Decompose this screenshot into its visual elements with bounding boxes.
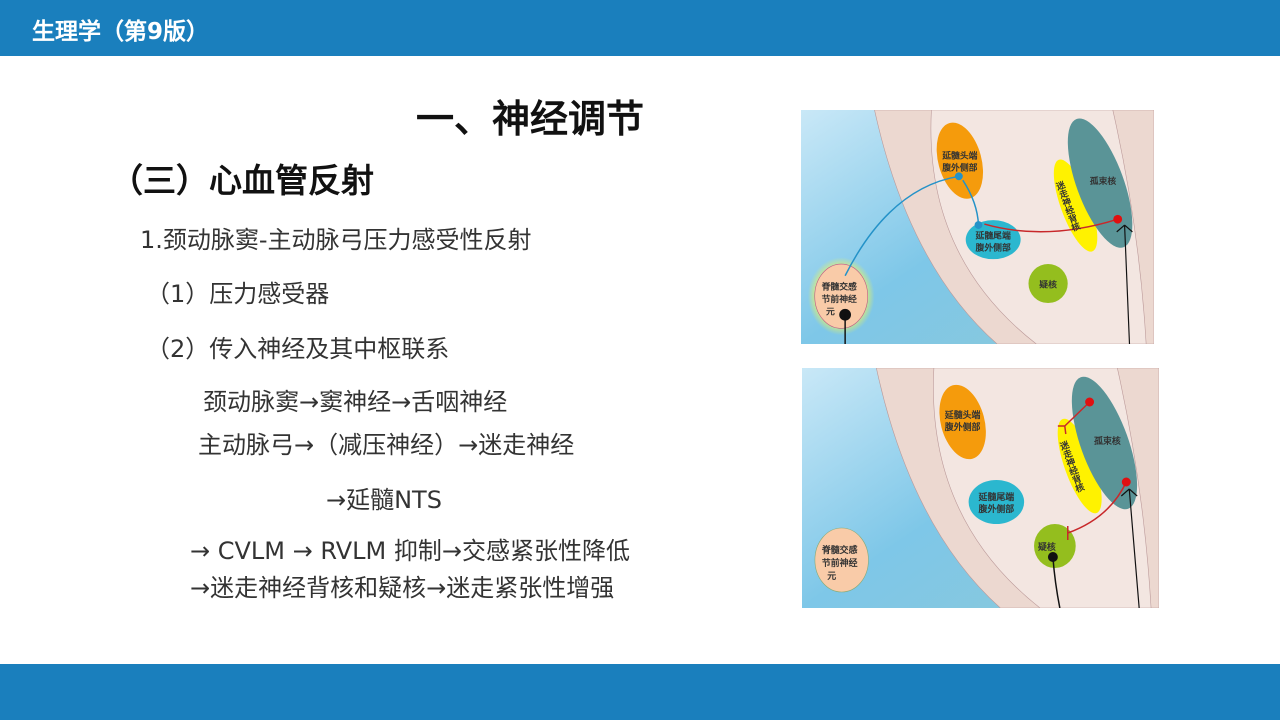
footer-bar <box>0 664 1280 720</box>
text-line: 颈动脉窦→窦神经→舌咽神经 <box>203 388 508 416</box>
text-line: →延髓NTS <box>326 486 442 514</box>
slide-title: 一、神经调节 <box>416 97 645 141</box>
header-bar: 生理学（第9版） <box>0 0 1280 56</box>
label-spinal: 脊髓交感 <box>821 544 858 556</box>
section-heading: （三）心血管反射 <box>110 161 374 200</box>
text-line: （1）压力感受器 <box>146 280 330 308</box>
label-cvlm: 延髓尾端 <box>975 230 1011 242</box>
label-spinal: 元 <box>827 571 836 582</box>
label-rvlm: 腹外侧部 <box>941 161 977 173</box>
label-na: 疑核 <box>1038 541 1056 553</box>
diagram-vagal: 延髓头端 腹外侧部 延髓尾端 腹外侧部 迷走神经背核 孤束核 疑核 脊髓交感 节… <box>802 368 1159 608</box>
label-na: 疑核 <box>1039 278 1057 290</box>
label-cvlm: 腹外侧部 <box>975 241 1011 253</box>
course-title: 生理学（第9版） <box>32 19 210 45</box>
diagram-sympathetic: 延髓头端 腹外侧部 延髓尾端 腹外侧部 迷走神经背核 孤束核 疑核 脊髓交感 节… <box>801 110 1154 344</box>
label-nts: 孤束核 <box>1094 435 1121 447</box>
label-cvlm: 腹外侧部 <box>978 503 1015 515</box>
label-rvlm: 延髓头端 <box>941 150 977 162</box>
text-line: 1.颈动脉窦-主动脉弓压力感受性反射 <box>140 226 532 254</box>
label-spinal: 元 <box>826 307 835 318</box>
label-rvlm: 腹外侧部 <box>944 421 981 433</box>
label-spinal: 节前神经 <box>822 293 857 305</box>
label-spinal: 脊髓交感 <box>821 280 857 292</box>
text-line: →迷走神经背核和疑核→迷走紧张性增强 <box>190 574 615 602</box>
label-cvlm: 延髓尾端 <box>978 491 1015 503</box>
label-spinal: 节前神经 <box>822 557 858 569</box>
label-rvlm: 延髓头端 <box>944 409 981 421</box>
text-line: 主动脉弓→（减压神经）→迷走神经 <box>198 431 575 459</box>
text-line: → CVLM → RVLM 抑制→交感紧张性降低 <box>190 537 630 565</box>
label-nts: 孤束核 <box>1090 175 1117 187</box>
text-line: （2）传入神经及其中枢联系 <box>146 335 450 363</box>
